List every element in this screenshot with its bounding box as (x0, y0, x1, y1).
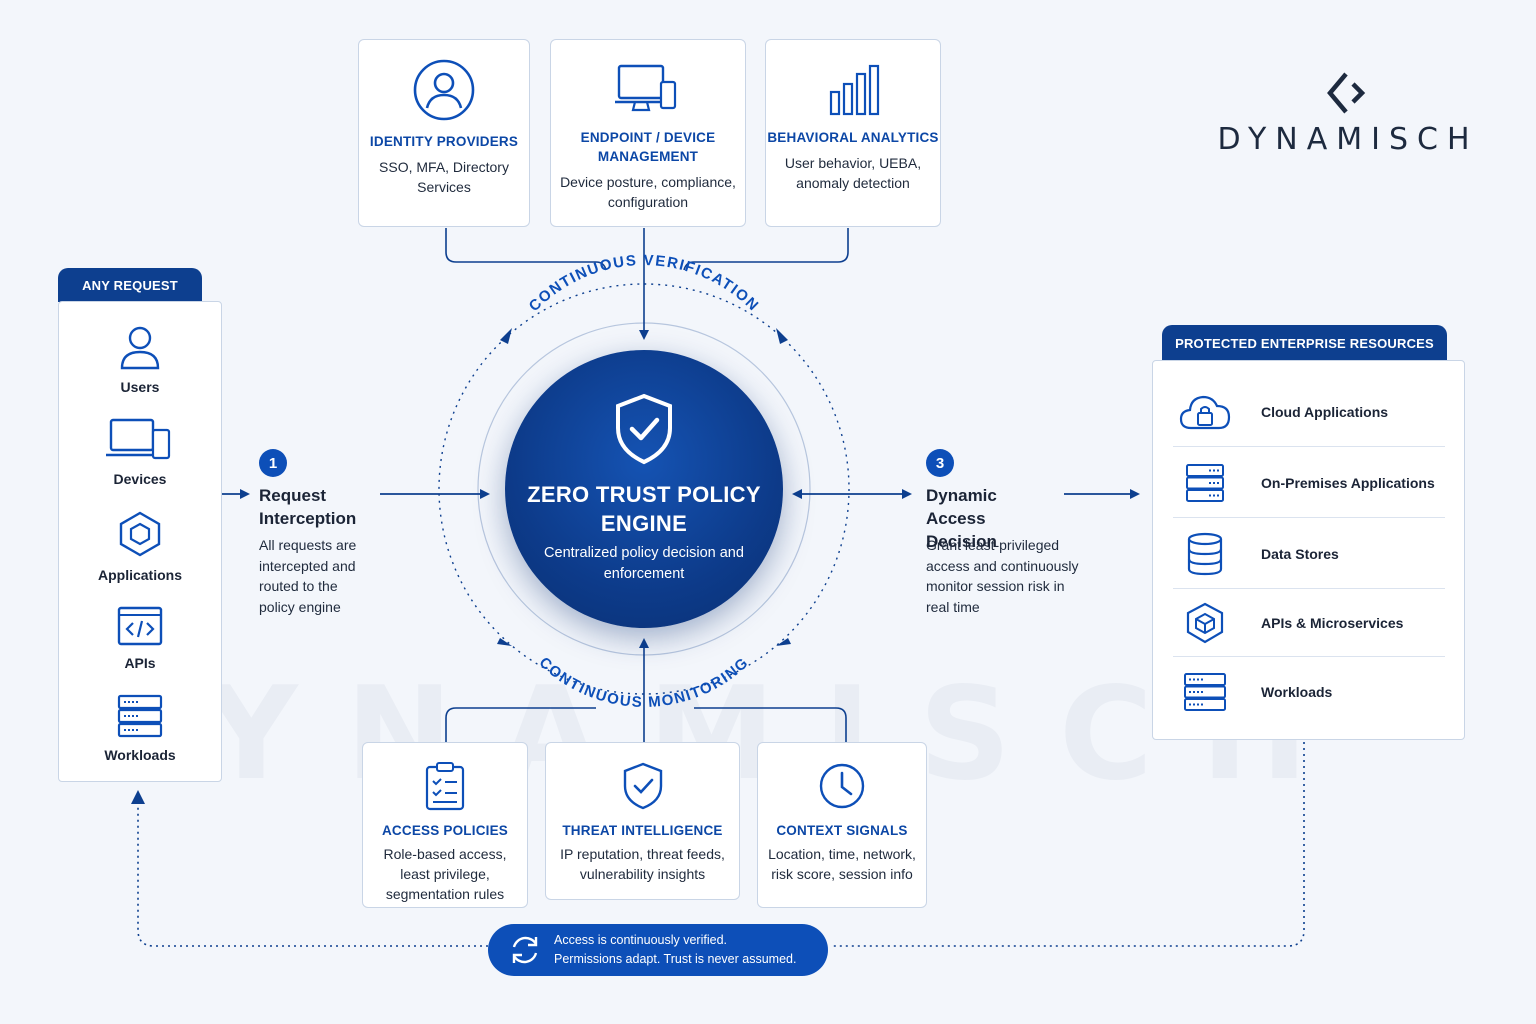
tab-any-request: ANY REQUEST (58, 268, 202, 302)
list-item-label: Devices (113, 471, 167, 487)
card-endpoint-device-management: ENDPOINT / DEVICE MANAGEMENT Device post… (550, 39, 746, 227)
bar-chart-icon (829, 64, 880, 116)
refresh-cycle-icon (512, 936, 538, 964)
list-item-cloud-applications: Cloud Applications (1173, 377, 1445, 447)
card-desc: IP reputation, threat feeds, vulnerabili… (560, 846, 725, 882)
card-desc: Location, time, network, risk score, ses… (768, 846, 916, 882)
footer-banner: Access is continuously verified. Permiss… (488, 924, 828, 976)
tab-protected-enterprise-resources: PROTECTED ENTERPRISE RESOURCES (1162, 325, 1447, 361)
card-title: ENDPOINT / DEVICE MANAGEMENT (580, 130, 716, 164)
card-title: BEHAVIORAL ANALYTICS (767, 130, 939, 145)
any-request-panel: Users Devices Applications APIs (58, 301, 222, 782)
server-icon (1186, 463, 1224, 502)
card-access-policies: ACCESS POLICIES Role-based access, least… (362, 742, 528, 908)
list-item-apis-microservices: APIs & Microservices (1173, 589, 1445, 657)
step-title-request-interception: Request Interception (259, 486, 357, 528)
step-badge-1: 1 (259, 449, 287, 477)
shield-check-icon (623, 762, 662, 810)
list-item-label: APIs (124, 655, 156, 671)
list-item-label: Data Stores (1261, 545, 1339, 562)
user-circle-icon (413, 59, 475, 121)
engine-title: ZERO TRUST POLICY ENGINE (527, 482, 761, 536)
list-item-data-stores: Data Stores (1173, 519, 1445, 589)
card-context-signals: CONTEXT SIGNALS Location, time, network,… (757, 742, 927, 908)
card-desc: SSO, MFA, Directory Services (379, 159, 509, 195)
cube-icon (1186, 602, 1224, 643)
list-item-workloads: Workloads (1173, 657, 1445, 727)
protected-resources-panel: Cloud Applications On-Premises Applicati… (1152, 360, 1465, 740)
list-item-apis: APIs (59, 606, 221, 671)
list-item-devices: Devices (59, 418, 221, 487)
engine-desc: Centralized policy decision and enforcem… (544, 545, 744, 582)
step-title-dynamic-access-decision: Dynamic Access Decision (926, 486, 997, 551)
list-item-label: Applications (97, 567, 182, 583)
server-stack-icon (117, 694, 163, 738)
list-item-on-premises-applications: On-Premises Applications (1173, 448, 1445, 518)
clipboard-checklist-icon (425, 762, 465, 811)
footer-line-1: Access is continuously verified. (554, 933, 727, 947)
card-desc: Device posture, compliance, configuratio… (560, 174, 736, 210)
list-item-label: APIs & Microservices (1261, 614, 1404, 631)
list-item-label: Workloads (104, 747, 176, 763)
brand-name: DYNAMISCH (1217, 122, 1479, 157)
laptop-phone-icon (106, 418, 171, 460)
card-title: IDENTITY PROVIDERS (369, 134, 519, 149)
step-badge-3: 3 (926, 449, 954, 477)
cloud-lock-icon (1179, 395, 1231, 429)
footer-line-2: Permissions adapt. Trust is never assume… (554, 952, 797, 966)
database-icon (1187, 532, 1223, 575)
clock-icon (819, 763, 865, 809)
diamond-chevrons-icon (1327, 72, 1366, 114)
list-item-label: Cloud Applications (1261, 403, 1389, 420)
cube-icon (119, 511, 161, 557)
zero-trust-policy-engine: ZERO TRUST POLICY ENGINE Centralized pol… (505, 350, 783, 628)
card-desc: User behavior, UEBA, anomaly detection (784, 155, 922, 191)
code-window-icon (117, 606, 163, 646)
card-threat-intelligence: THREAT INTELLIGENCE IP reputation, threa… (545, 742, 740, 900)
card-title: CONTEXT SIGNALS (776, 823, 908, 838)
list-item-label: Workloads (1261, 684, 1333, 700)
card-title: ACCESS POLICIES (381, 823, 509, 838)
list-item-applications: Applications (59, 510, 221, 583)
card-desc: Role-based access, least privilege, segm… (383, 846, 507, 902)
step-desc-dynamic-access-decision: Grant least-privileged access and contin… (926, 537, 1079, 615)
step-desc-request-interception: All requests are intercepted and routed … (259, 537, 357, 615)
list-item-users: Users (59, 324, 221, 395)
server-stack-icon (1184, 673, 1226, 711)
user-icon (120, 326, 160, 370)
shield-check-icon (616, 393, 672, 465)
card-identity-providers: IDENTITY PROVIDERS SSO, MFA, Directory S… (358, 39, 530, 227)
monitor-device-icon (615, 64, 677, 112)
card-title: THREAT INTELLIGENCE (562, 823, 723, 838)
list-item-label: On-Premises Applications (1261, 474, 1435, 491)
card-behavioral-analytics: BEHAVIORAL ANALYTICS User behavior, UEBA… (765, 39, 941, 227)
list-item-label: Users (120, 379, 160, 395)
list-item-workloads: Workloads (59, 694, 221, 763)
